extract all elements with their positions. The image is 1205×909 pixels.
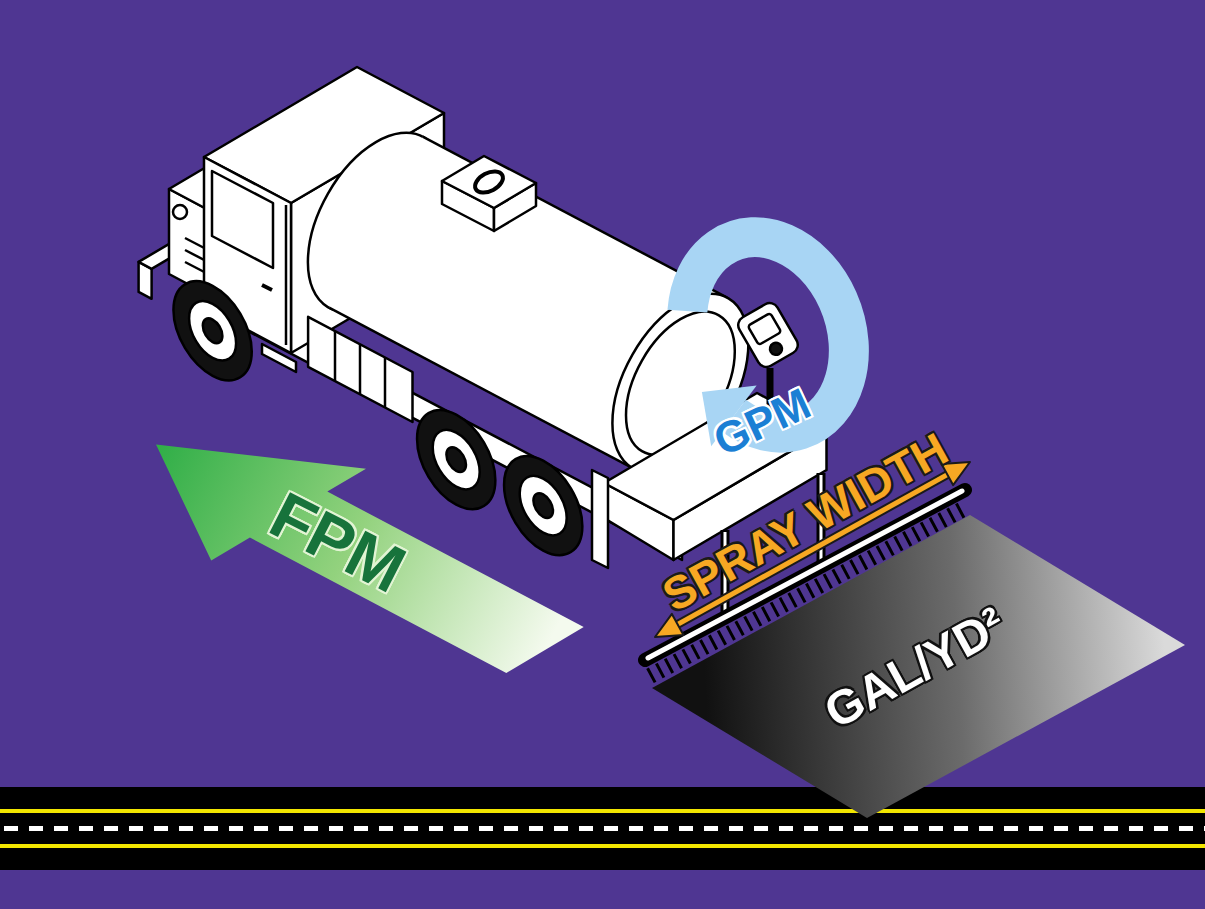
rim: [433, 420, 480, 499]
pump: [735, 300, 801, 370]
cab-step: [262, 344, 296, 372]
pump-shaft: [768, 341, 784, 357]
hub: [533, 489, 553, 522]
tire: [173, 265, 251, 396]
road-edge-line: [0, 809, 1205, 813]
tire: [504, 440, 582, 571]
mud-flap: [592, 470, 608, 568]
tire: [417, 394, 495, 525]
rear-wheel: [417, 394, 495, 525]
tool-box-rib: [359, 344, 362, 394]
tool-box: [308, 317, 412, 422]
travel-arrow: FPM: [150, 438, 590, 680]
direction-arrow: [156, 445, 584, 674]
dome-top: [442, 156, 536, 208]
hub: [203, 314, 223, 347]
door-line: [285, 205, 288, 345]
front-wheel: [173, 265, 251, 396]
rim: [189, 291, 236, 370]
rim: [520, 466, 567, 545]
door-handle: [262, 285, 272, 290]
road-center-line: [4, 826, 1205, 831]
tool-box-rib: [334, 331, 337, 381]
road: [0, 787, 1205, 870]
tool-box-rib: [384, 357, 387, 407]
cab-window: [212, 171, 273, 268]
road-surface: [0, 787, 1205, 870]
hub: [446, 443, 466, 476]
dome-hatch: [472, 167, 507, 197]
pump-window: [748, 313, 782, 345]
pump-flow-arrow: GPM: [630, 225, 870, 480]
rear-wheel: [504, 440, 582, 571]
pump-body: [735, 300, 801, 370]
headlight: [173, 205, 187, 219]
road-edge-line: [0, 844, 1205, 848]
